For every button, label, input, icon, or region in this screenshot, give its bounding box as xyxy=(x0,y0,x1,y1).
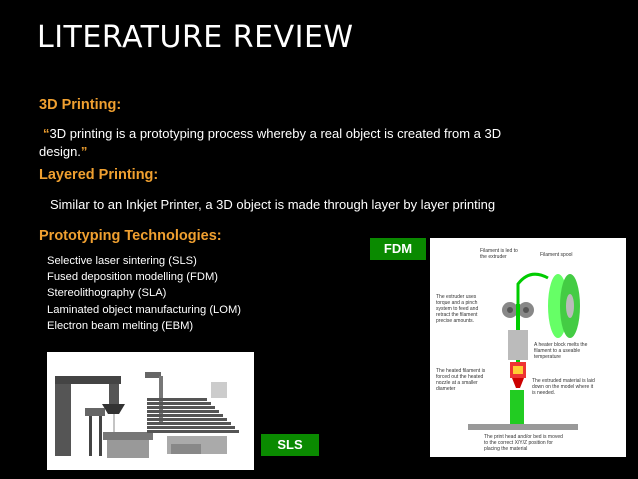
list-item: Selective laser sintering (SLS) xyxy=(47,255,197,267)
technology-list: Selective laser sintering (SLS) Fused de… xyxy=(47,253,241,334)
list-item: Fused deposition modelling (FDM) xyxy=(47,271,218,284)
layered-printing-text: Similar to an Inkjet Printer, a 3D objec… xyxy=(50,197,496,212)
fdm-label-filament-extruder: Filament is led to the extruder xyxy=(480,248,518,260)
open-quote: “ xyxy=(43,126,50,141)
list-item: Stereolithography (SLA) xyxy=(47,287,167,300)
fdm-label-extruder-torque: The extruder uses torque and a pinch sys… xyxy=(436,294,479,324)
fdm-badge: FDM xyxy=(370,238,426,260)
fdm-label-heated-filament: The heated filament is forced out the he… xyxy=(436,368,486,392)
list-item: Electron beam melting (EBM) xyxy=(47,319,194,332)
quote-text: 3D printing is a prototyping process whe… xyxy=(49,126,502,141)
fdm-image: Filament is led to the extruder Filament… xyxy=(430,238,626,457)
sls-badge: SLS xyxy=(261,434,319,456)
fdm-label-heater-block: A heater block melts the filament to a u… xyxy=(534,342,588,360)
quote-text-2: design. xyxy=(39,144,81,159)
fdm-extruder-illustration xyxy=(430,238,626,457)
heading-prototyping-technologies: Prototyping Technologies: xyxy=(39,228,222,244)
close-quote: ” xyxy=(80,144,88,159)
list-item: Laminated object manufacturing (LOM) xyxy=(47,303,242,316)
quote-3d-printing: “3D printing is a prototyping process wh… xyxy=(39,125,619,161)
fdm-label-print-head: The print head and/or bed is moved to th… xyxy=(484,434,563,452)
heading-3d-printing: 3D Printing: xyxy=(39,97,122,113)
heading-layered-printing: Layered Printing: xyxy=(39,167,159,183)
slide-title: LITERATURE REVIEW xyxy=(37,20,354,55)
fdm-label-extruded-material: The extruded material is laid down on th… xyxy=(532,378,595,396)
fdm-label-filament-spool: Filament spool xyxy=(540,252,573,258)
sls-image xyxy=(47,352,254,470)
sls-machine-illustration xyxy=(47,352,254,470)
